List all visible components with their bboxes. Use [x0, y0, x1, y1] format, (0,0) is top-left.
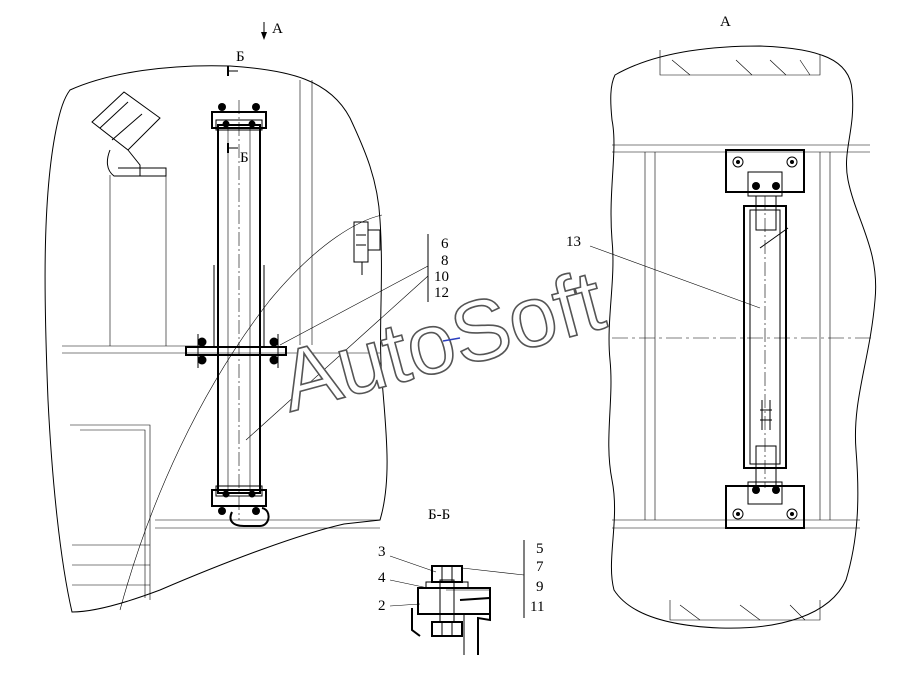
callout-section-right: 5 7 9 11 — [523, 540, 544, 618]
callout-section-left: 3 4 2 — [378, 544, 386, 614]
callout-3: 3 — [378, 544, 386, 560]
callout-11: 11 — [530, 599, 544, 615]
callout-7: 7 — [536, 559, 544, 575]
callout-6: 6 — [441, 236, 449, 252]
callout-9: 9 — [536, 579, 544, 595]
right-leader: 13 — [566, 234, 761, 309]
callout-13: 13 — [566, 234, 581, 250]
callout-12: 12 — [434, 285, 449, 301]
right-view-break-outline — [608, 45, 877, 629]
callout-2: 2 — [378, 598, 386, 614]
section-bb-detail — [411, 565, 491, 655]
section-mark-top-label: Б — [236, 49, 245, 65]
callout-8: 8 — [441, 253, 449, 269]
view-a-title: А — [720, 14, 731, 30]
section-mark-mid: Б — [227, 143, 249, 166]
section-mark-top: Б — [227, 49, 245, 76]
view-a-arrow: А — [261, 21, 283, 40]
callout-10: 10 — [434, 269, 449, 285]
section-title: Б-Б — [428, 507, 450, 523]
left-hull-lines — [62, 80, 383, 611]
drain-valve — [353, 221, 381, 275]
level-gauge-left — [185, 100, 287, 527]
callout-group-left: 6 8 10 12 — [427, 234, 449, 302]
left-view-break-outline — [44, 65, 388, 613]
filler-neck — [91, 91, 167, 177]
view-a-arrow-label: А — [272, 21, 283, 37]
watermark-arrow-mark — [442, 337, 461, 342]
left-leaders — [245, 265, 429, 441]
section-leaders — [389, 555, 525, 607]
section-mark-mid-label: Б — [240, 150, 249, 166]
level-gauge-right — [725, 149, 805, 529]
callout-4: 4 — [378, 570, 386, 586]
callout-5: 5 — [536, 541, 544, 557]
